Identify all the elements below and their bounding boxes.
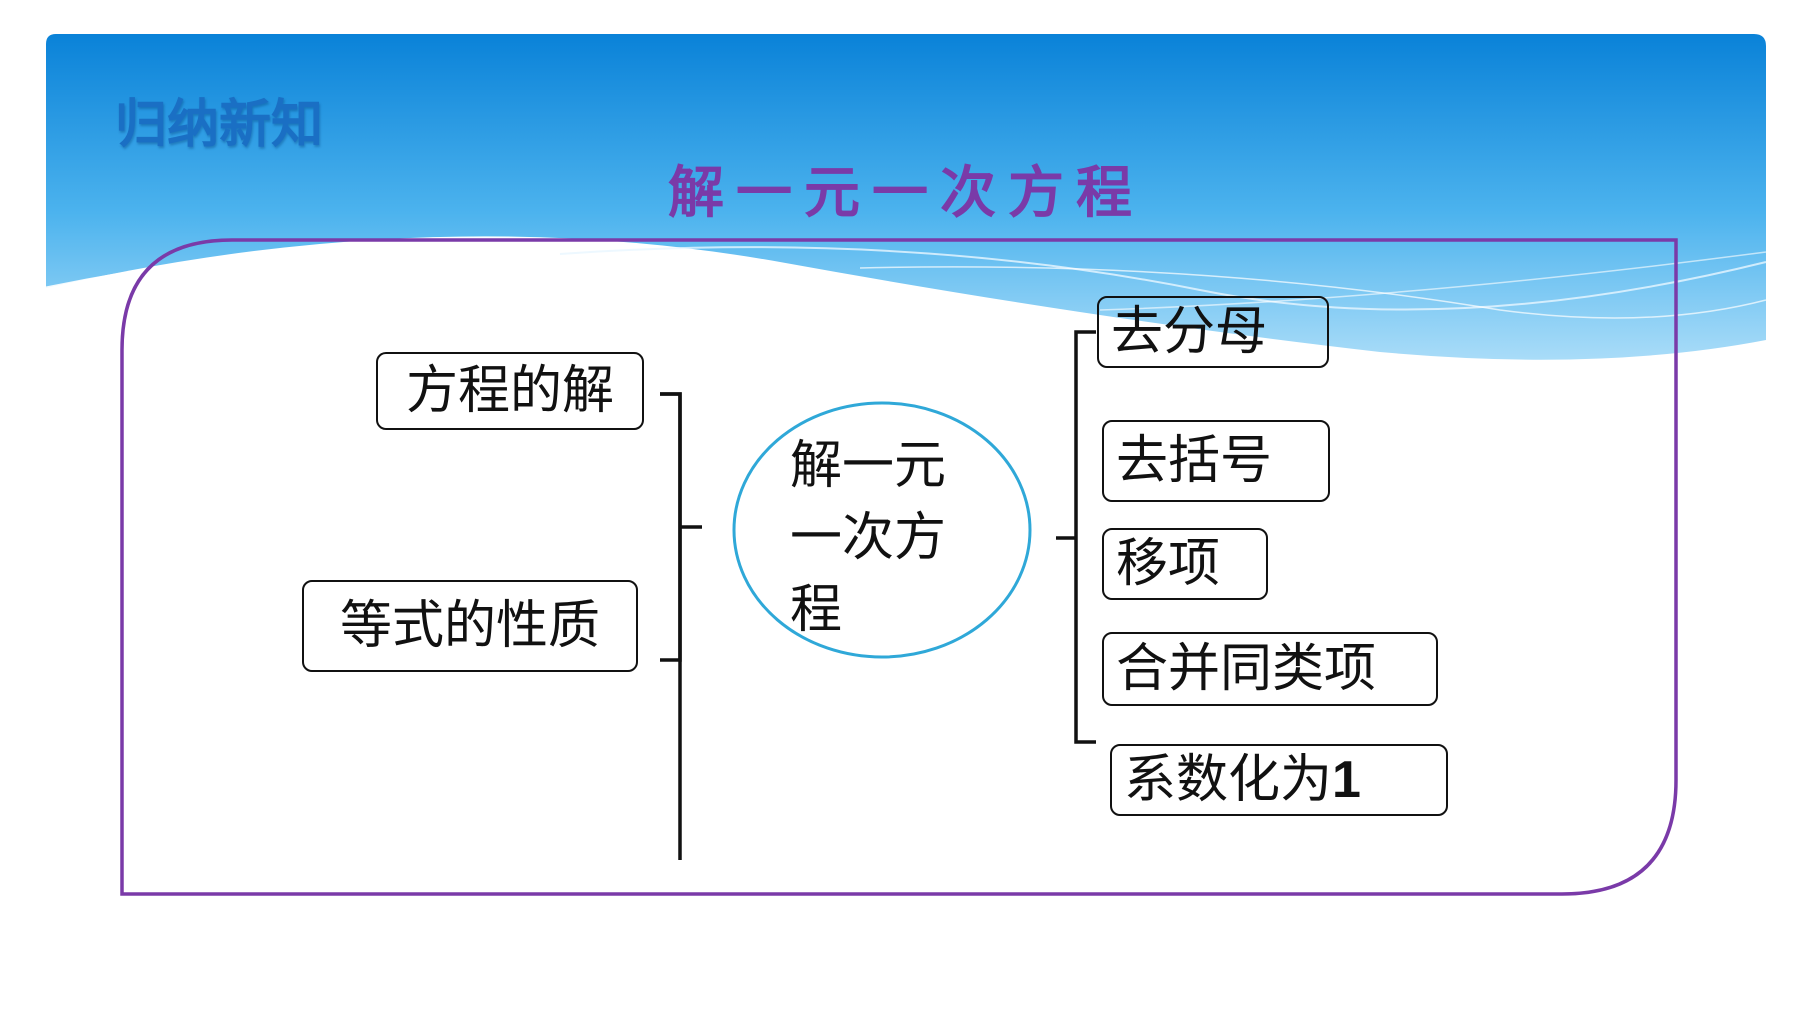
- banner-wave: [1099, 251, 1767, 311]
- left-brace: [660, 392, 702, 662]
- center-topic: 解一元一次方程: [790, 436, 947, 640]
- right-brace: [1056, 330, 1096, 744]
- step-number: 1: [1332, 751, 1361, 809]
- left-box-equality-properties: 等式的性质: [302, 580, 638, 672]
- step-box-combine-like-terms: 合并同类项: [1102, 632, 1438, 706]
- left-box-solution: 方程的解: [376, 352, 644, 430]
- step-label: 系数化为: [1124, 750, 1333, 810]
- step-box-transpose: 移项: [1102, 528, 1268, 600]
- step-box-remove-denominator: 去分母: [1097, 296, 1329, 368]
- center-ellipse: [732, 401, 1032, 659]
- slide-title: 解一元一次方程: [668, 161, 1144, 226]
- banner-wave: [859, 266, 1767, 319]
- left-bracket: [660, 392, 682, 860]
- step-box-remove-brackets: 去括号: [1102, 420, 1330, 502]
- banner-wave: [559, 246, 1767, 311]
- banner-shape: [46, 34, 1766, 360]
- slide-heading: 归纳新知: [115, 94, 324, 155]
- content-frame: [120, 238, 1678, 896]
- banner-wave: [45, 241, 1767, 367]
